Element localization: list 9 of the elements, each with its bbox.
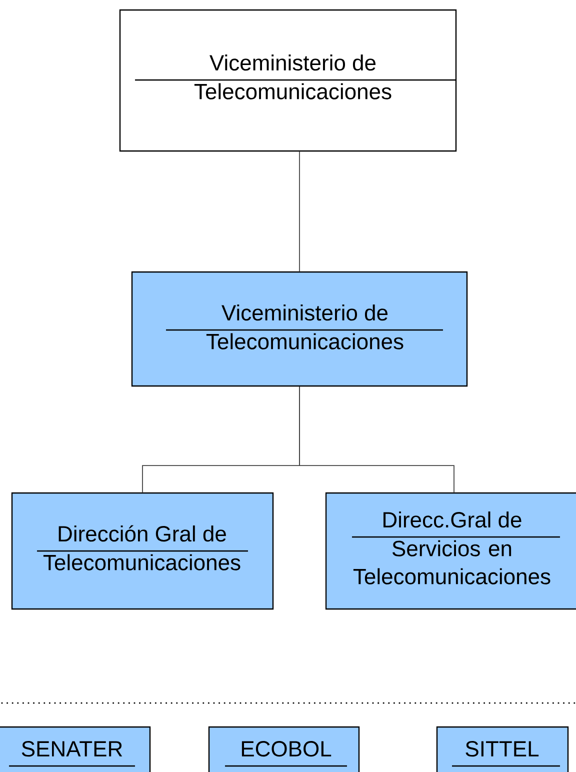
connector-line	[299, 151, 300, 272]
org-box: SITTEL	[436, 726, 569, 772]
org-box: SENATER	[0, 726, 151, 772]
org-box: Viceministerio de Telecomunicaciones	[131, 271, 468, 387]
org-box: Direcc.Gral de Servicios en Telecomunicaciones	[325, 492, 576, 610]
connector-line	[299, 386, 454, 493]
org-box: ECOBOL	[208, 726, 360, 772]
org-box: Dirección Gral de Telecomunicaciones	[11, 492, 274, 610]
org-box: Viceministerio de Telecomunicaciones	[119, 9, 457, 152]
